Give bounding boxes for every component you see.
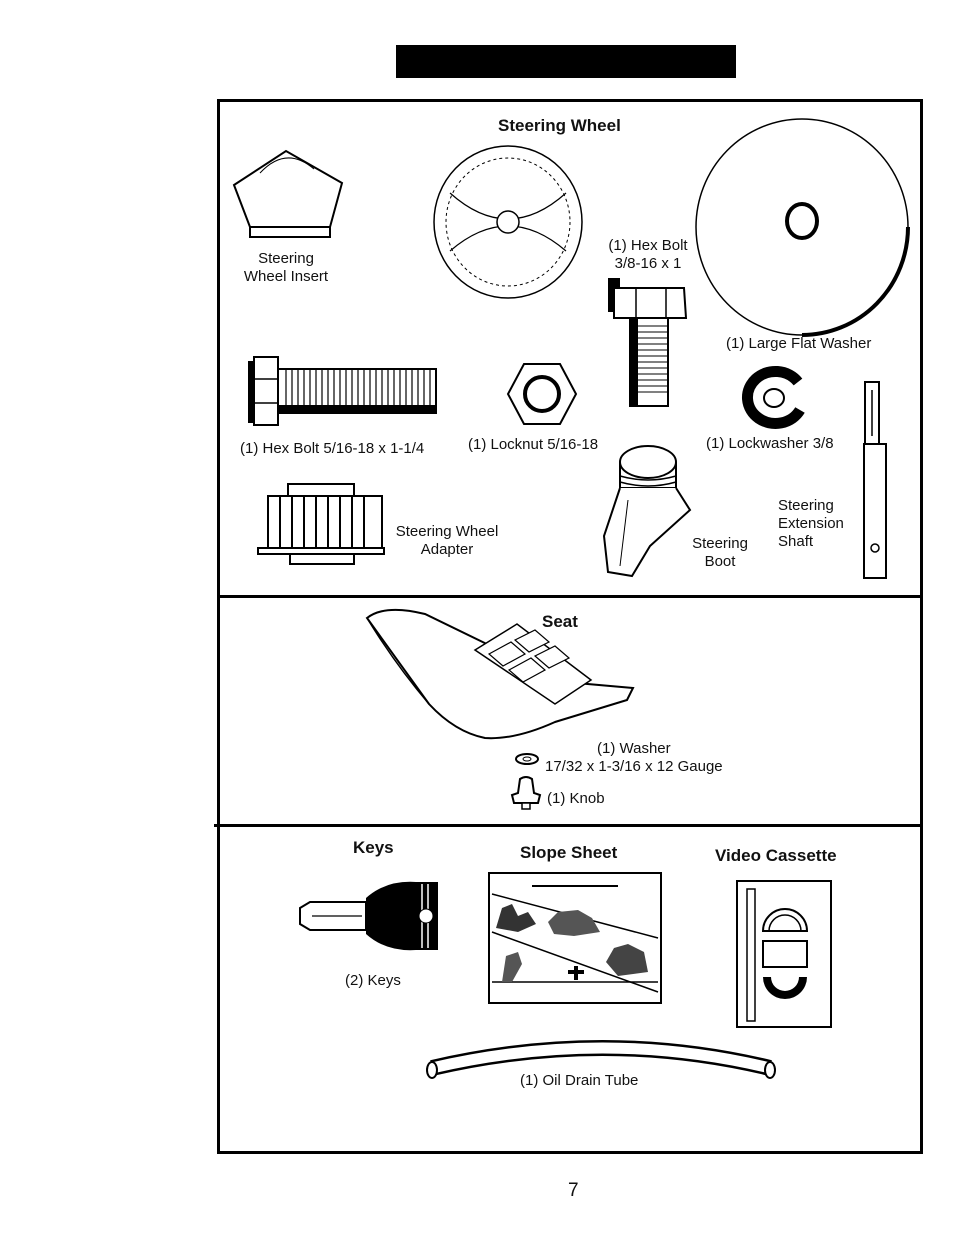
keys-label: (2) Keys — [345, 972, 401, 989]
shaft-label-line-3: Shaft — [778, 533, 814, 550]
key-icon — [299, 881, 438, 951]
keys-title: Keys — [353, 838, 394, 857]
locknut-icon — [506, 363, 578, 425]
hex-bolt-small-label: (1) Hex Bolt 5/16-18 x 1-1/4 — [240, 440, 425, 457]
seat-title: Seat — [542, 612, 578, 631]
hex-bolt-small-icon — [248, 356, 437, 426]
boot-label-line-1: Steering — [692, 535, 748, 552]
washer-small-icon — [515, 753, 539, 765]
section-divider-1 — [217, 595, 923, 598]
adapter-label-line-1: Steering Wheel — [395, 523, 499, 540]
insert-label-line-2: Wheel Insert — [243, 268, 329, 285]
boot-label: Steering Boot — [685, 535, 755, 571]
slope-sheet-icon — [488, 872, 662, 1004]
shaft-label: Steering Extension Shaft — [778, 497, 844, 551]
lockwasher-icon — [741, 365, 805, 429]
adapter-label-line-2: Adapter — [420, 541, 474, 558]
hexbolt-large-label-line-2: 3/8-16 x 1 — [614, 255, 682, 272]
parts-frame — [217, 99, 923, 1154]
adapter-label: Steering Wheel Adapter — [388, 523, 506, 559]
slope-sheet-title: Slope Sheet — [520, 843, 618, 862]
hexbolt-large-label-line-1: (1) Hex Bolt — [608, 237, 688, 254]
seat-washer-label-line-1: (1) Washer — [597, 740, 671, 757]
knob-label: (1) Knob — [547, 790, 605, 807]
shaft-label-line-2: Extension — [778, 515, 844, 532]
locknut-label: (1) Locknut 5/16-18 — [468, 436, 599, 453]
video-cassette-title: Video Cassette — [715, 846, 837, 865]
steering-wheel-adapter-icon — [257, 483, 385, 565]
large-washer-label: (1) Large Flat Washer — [726, 335, 872, 352]
seat-icon — [365, 608, 635, 740]
seat-washer-label: (1) Washer 17/32 x 1-3/16 x 12 Gauge — [545, 740, 723, 776]
insert-label: Steering Wheel Insert — [236, 250, 336, 286]
boot-label-line-2: Boot — [704, 553, 736, 570]
hex-bolt-large-icon — [608, 278, 688, 407]
steering-wheel-insert-icon — [232, 149, 344, 238]
knob-icon — [510, 776, 542, 810]
large-flat-washer-icon — [695, 118, 910, 337]
header-bar — [396, 45, 736, 78]
insert-label-line-1: Steering — [258, 250, 314, 267]
section-divider-2 — [214, 824, 923, 827]
seat-washer-label-line-2: 17/32 x 1-3/16 x 12 Gauge — [545, 758, 723, 775]
page-number: 7 — [568, 1180, 579, 1201]
shaft-label-line-1: Steering — [778, 497, 834, 514]
steering-wheel-icon — [433, 145, 583, 299]
oil-drain-tube-label: (1) Oil Drain Tube — [520, 1072, 639, 1089]
steering-wheel-title: Steering Wheel — [498, 116, 621, 135]
steering-extension-shaft-icon — [863, 381, 887, 579]
oil-drain-tube-icon — [426, 1040, 776, 1079]
steering-boot-icon — [602, 445, 692, 578]
video-cassette-icon — [736, 880, 832, 1028]
hexbolt-large-label: (1) Hex Bolt 3/8-16 x 1 — [602, 237, 694, 273]
lockwasher-label: (1) Lockwasher 3/8 — [706, 435, 834, 452]
